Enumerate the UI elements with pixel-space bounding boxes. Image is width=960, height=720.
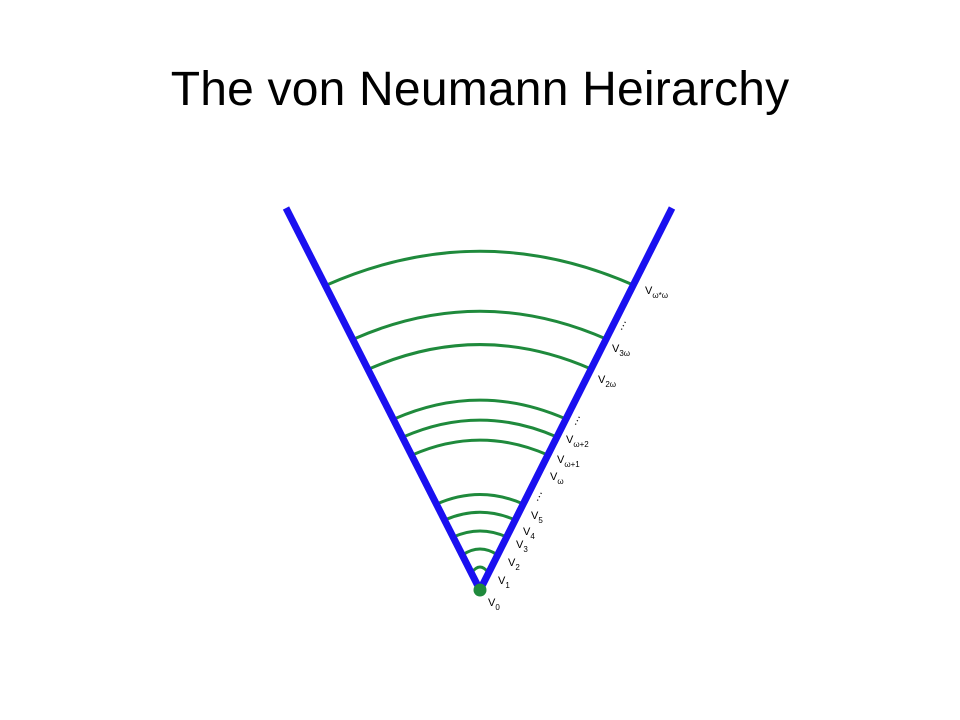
ellipsis-mark: … — [565, 411, 583, 428]
level-label-v3w: V3ω — [612, 343, 630, 358]
level-label-subscript: ω+1 — [564, 460, 580, 469]
level-label-vw2: Vω+2 — [566, 434, 589, 449]
level-label-subscript: 3 — [523, 545, 528, 554]
level-label-subscript: 2ω — [605, 380, 616, 389]
level-label-base: V — [516, 539, 524, 551]
level-label-subscript: ω+2 — [573, 440, 589, 449]
level-label-v4: V4 — [523, 526, 535, 541]
level-label-base: V — [550, 471, 558, 483]
level-label-base: V — [523, 526, 531, 538]
level-label-subscript: 4 — [530, 532, 535, 541]
cone-right-edge — [476, 206, 676, 592]
level-arc — [411, 438, 549, 457]
level-label-base: V — [557, 454, 565, 466]
level-label-base: V — [531, 510, 539, 522]
level-label-subscript: ω — [557, 477, 563, 486]
level-arc — [402, 418, 558, 439]
ellipsis-marks: … … … — [527, 316, 629, 504]
level-label-v0: V0 — [488, 597, 500, 612]
level-label-v1: V1 — [498, 575, 510, 590]
level-label-vw1: Vω+1 — [557, 454, 580, 469]
cone-left-edge — [282, 206, 484, 592]
level-arc — [461, 547, 499, 557]
level-arc — [326, 249, 634, 287]
page-title: The von Neumann Heirarchy — [170, 63, 790, 116]
level-label-vww: Vω*ω — [645, 285, 668, 300]
level-arc — [436, 492, 524, 506]
level-label-base: V — [488, 597, 496, 609]
level-label-vw: Vω — [550, 471, 564, 486]
level-label-subscript: 0 — [495, 603, 500, 612]
ellipsis-mark: … — [527, 487, 545, 504]
level-label-base: V — [645, 285, 653, 297]
level-label-v2: V2 — [508, 557, 520, 572]
level-label-v5: V5 — [531, 510, 543, 525]
level-arc — [444, 510, 516, 522]
level-label-subscript: 1 — [505, 581, 510, 590]
level-arc — [393, 398, 567, 421]
level-arc — [452, 529, 508, 539]
ellipsis-mark: … — [611, 316, 629, 333]
level-label-base: V — [598, 374, 606, 386]
level-arc — [353, 309, 607, 341]
level-label-base: V — [612, 343, 620, 355]
level-arcs — [326, 249, 634, 574]
level-label-subscript: 2 — [515, 563, 520, 572]
level-label-base: V — [508, 557, 516, 569]
level-label-subscript: 3ω — [619, 349, 630, 358]
level-label-subscript: 5 — [538, 516, 543, 525]
empty-set-point — [473, 583, 487, 597]
level-label-base: V — [566, 434, 574, 446]
level-label-subscript: ω*ω — [652, 291, 668, 300]
level-label-v2w: V2ω — [598, 374, 616, 389]
level-label-v3: V3 — [516, 539, 528, 554]
level-arc — [368, 343, 592, 371]
level-label-base: V — [498, 575, 506, 587]
